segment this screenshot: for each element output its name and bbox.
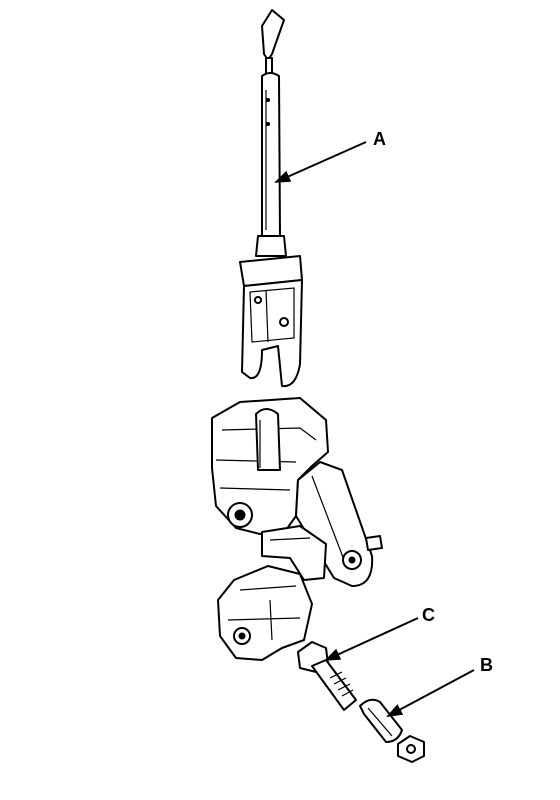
- callout-label-a: A: [373, 129, 386, 149]
- collar-part-b: [359, 698, 403, 743]
- nut: [397, 735, 425, 763]
- shift-rod-part-a: [239, 9, 303, 388]
- lower-joint: [217, 565, 313, 661]
- leader-line-b: [386, 669, 475, 717]
- callout-label-c: C: [422, 605, 435, 625]
- shift-housing: [211, 397, 383, 587]
- leader-line-c: [324, 617, 419, 661]
- callout-label-b: B: [480, 655, 493, 675]
- bolt-part-c: [297, 641, 357, 711]
- leader-line-a: [274, 141, 367, 183]
